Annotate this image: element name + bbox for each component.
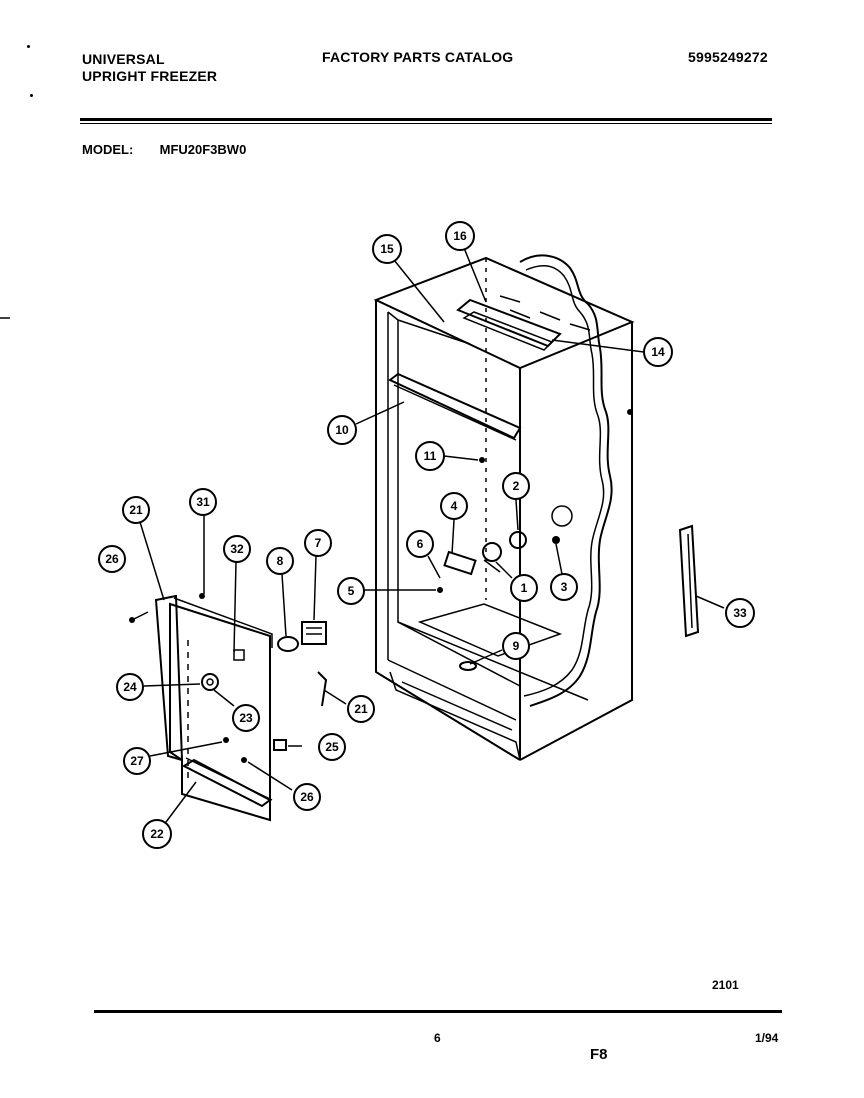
svg-text:31: 31 — [196, 495, 210, 509]
svg-text:10: 10 — [335, 423, 349, 437]
brand-line-1: UNIVERSAL — [82, 51, 165, 67]
catalog-number: 5995249272 — [688, 49, 768, 65]
callout-7: 7 — [304, 529, 332, 557]
svg-text:6: 6 — [417, 537, 424, 551]
callout-group: 1 2 3 4 5 6 7 8 9 10 11 14 15 16 21 21 2… — [98, 221, 755, 849]
callout-16: 16 — [445, 221, 475, 251]
callout-26-left: 26 — [98, 545, 126, 573]
callout-11: 11 — [415, 441, 445, 471]
svg-text:2: 2 — [513, 479, 520, 493]
svg-text:15: 15 — [380, 242, 394, 256]
svg-text:3: 3 — [561, 580, 568, 594]
cabinet — [373, 254, 635, 761]
callout-25: 25 — [318, 733, 346, 761]
svg-text:7: 7 — [315, 536, 322, 550]
callout-4: 4 — [440, 492, 468, 520]
callout-23: 23 — [232, 704, 260, 732]
callout-24: 24 — [116, 673, 144, 701]
svg-text:9: 9 — [513, 639, 520, 653]
callout-31: 31 — [189, 488, 217, 516]
callout-21-left: 21 — [122, 496, 150, 524]
header-rule — [80, 118, 772, 121]
scan-speck — [30, 94, 33, 97]
callout-9: 9 — [502, 632, 530, 660]
svg-text:24: 24 — [123, 680, 137, 694]
callout-33: 33 — [725, 598, 755, 628]
callout-27: 27 — [123, 747, 151, 775]
callout-26-right: 26 — [293, 783, 321, 811]
control-parts-cluster — [437, 457, 560, 593]
svg-text:23: 23 — [239, 711, 253, 725]
model-row: MODEL: MFU20F3BW0 — [82, 142, 246, 157]
callout-6: 6 — [406, 530, 434, 558]
drain-part — [459, 661, 477, 671]
svg-text:1: 1 — [521, 581, 528, 595]
svg-text:5: 5 — [348, 584, 355, 598]
svg-text:32: 32 — [230, 542, 244, 556]
svg-text:26: 26 — [300, 790, 314, 804]
callout-15: 15 — [372, 234, 402, 264]
callout-21-right: 21 — [347, 695, 375, 723]
svg-text:21: 21 — [354, 702, 368, 716]
callout-22: 22 — [142, 819, 172, 849]
svg-text:16: 16 — [453, 229, 467, 243]
callout-1: 1 — [510, 574, 538, 602]
top-rail-assembly — [456, 295, 591, 351]
svg-text:26: 26 — [105, 552, 119, 566]
callout-5: 5 — [337, 577, 365, 605]
door-panel-assembly — [129, 593, 328, 822]
brand-title: UNIVERSAL UPRIGHT FREEZER — [82, 51, 217, 85]
sheet-code: 2101 — [712, 978, 739, 992]
page-number: 6 — [434, 1031, 441, 1045]
callout-3: 3 — [550, 573, 578, 601]
hinge-part — [678, 524, 700, 638]
svg-text:25: 25 — [325, 740, 339, 754]
svg-text:14: 14 — [651, 345, 665, 359]
brand-line-2: UPRIGHT FREEZER — [82, 68, 218, 84]
leader-lines — [139, 242, 725, 823]
header-rule-thin — [80, 123, 772, 124]
svg-text:27: 27 — [130, 754, 144, 768]
svg-text:22: 22 — [150, 827, 164, 841]
svg-text:8: 8 — [277, 554, 284, 568]
callout-32: 32 — [223, 535, 251, 563]
footer-rule — [94, 1010, 782, 1013]
model-value: MFU20F3BW0 — [159, 142, 247, 157]
svg-text:11: 11 — [424, 449, 437, 463]
callout-2: 2 — [502, 472, 530, 500]
light-shield — [388, 372, 522, 441]
svg-text:4: 4 — [451, 499, 458, 513]
model-label: MODEL: — [82, 142, 134, 157]
revision-date: 1/94 — [755, 1031, 779, 1045]
figure-number: F8 — [590, 1046, 608, 1063]
svg-text:33: 33 — [733, 606, 747, 620]
scan-speck — [27, 45, 30, 48]
callout-10: 10 — [327, 415, 357, 445]
svg-text:21: 21 — [129, 503, 143, 517]
callout-14: 14 — [643, 337, 673, 367]
callout-8: 8 — [266, 547, 294, 575]
catalog-title: FACTORY PARTS CATALOG — [322, 49, 514, 65]
